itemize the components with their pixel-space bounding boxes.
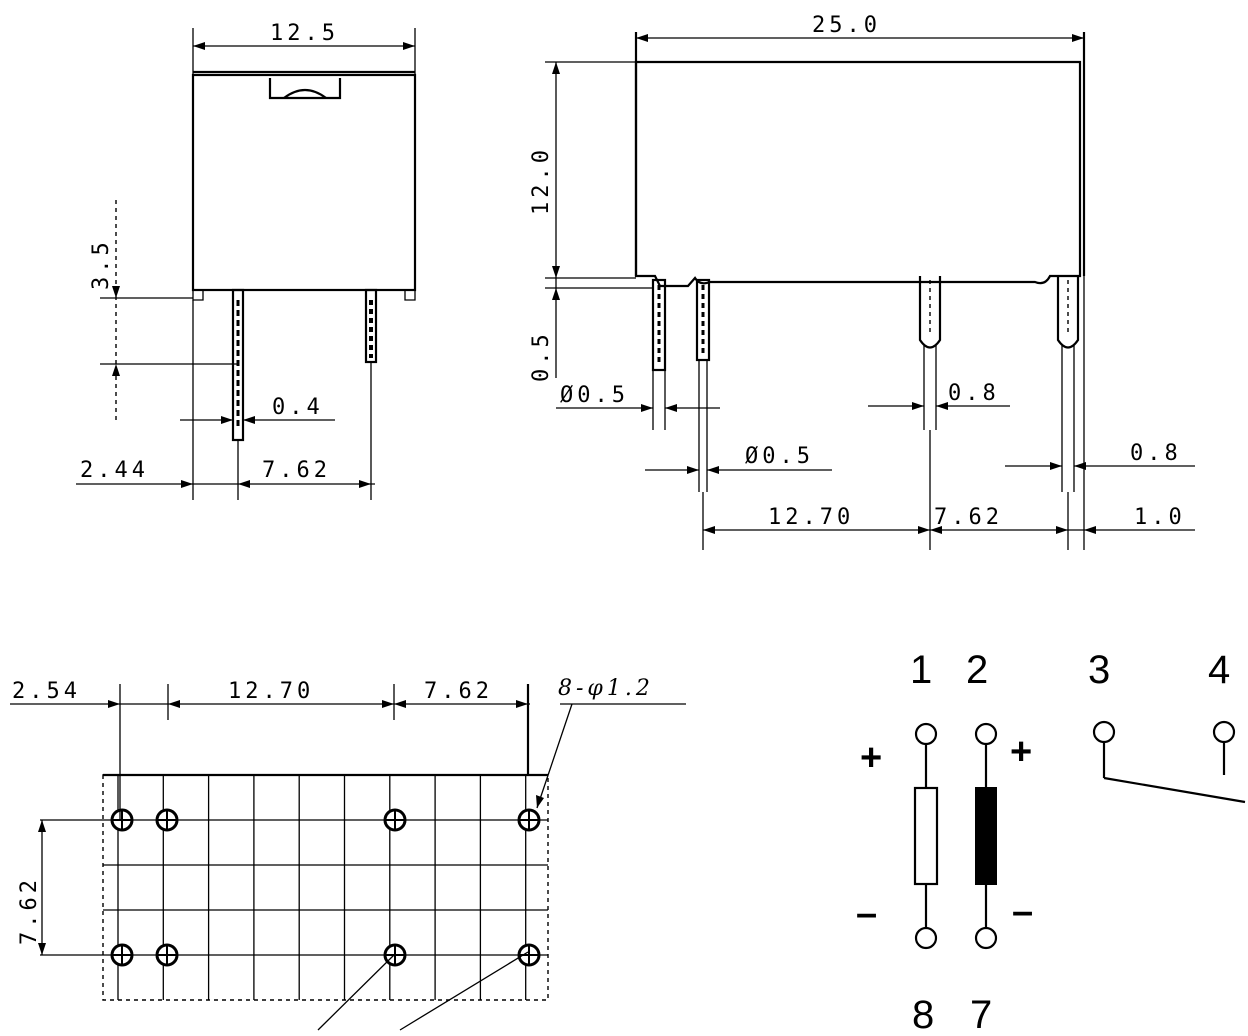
side-offset-label: 2.44 bbox=[80, 458, 149, 483]
pcb-hole-spec-label: 8-φ1.2 bbox=[558, 676, 654, 701]
coil-1 bbox=[913, 786, 939, 886]
terminal-2 bbox=[974, 722, 998, 746]
pin-label-4: 4 bbox=[1208, 648, 1230, 692]
coil2-plus-sign: + bbox=[1010, 731, 1032, 773]
side-pin-width-label: 0.4 bbox=[272, 395, 324, 420]
side-standoff-label: 3.5 bbox=[89, 238, 114, 290]
front-pin-1 bbox=[651, 278, 667, 372]
schematic: 1 2 3 4 + + – – 8 7 bbox=[856, 648, 1246, 1036]
contact-arm bbox=[1103, 776, 1246, 804]
pin-label-3: 3 bbox=[1088, 648, 1110, 692]
pcb-hole bbox=[383, 943, 407, 967]
pcb-hole bbox=[155, 943, 179, 967]
front-pin-4 bbox=[1056, 276, 1080, 349]
terminal-7 bbox=[974, 926, 998, 950]
front-view: 25.0 12.0 0.5 Ø0.5 Ø0.5 0.8 0.8 bbox=[529, 13, 1195, 550]
front-body-outline bbox=[634, 60, 1082, 288]
terminal-8 bbox=[914, 926, 938, 950]
pcb-grid bbox=[103, 775, 548, 1000]
front-spacing-a-label: 12.70 bbox=[768, 505, 854, 530]
pcb-row-spacing-label: 7.62 bbox=[17, 876, 42, 945]
pcb-spacing-b-label: 7.62 bbox=[424, 679, 493, 704]
terminal-1 bbox=[914, 722, 938, 746]
pcb-hole bbox=[110, 808, 134, 832]
side-width-label: 12.5 bbox=[270, 21, 339, 46]
front-pin2-diameter-label: Ø0.5 bbox=[745, 444, 814, 469]
coil-2 bbox=[975, 787, 997, 885]
pcb-layout: 2.54 12.70 7.62 8-φ1.2 7.62 bbox=[10, 676, 686, 1031]
terminal-4 bbox=[1212, 720, 1236, 744]
pcb-hole bbox=[383, 808, 407, 832]
terminal-3 bbox=[1092, 720, 1116, 744]
front-standoff-label: 0.5 bbox=[529, 330, 554, 382]
pin-label-2: 2 bbox=[966, 648, 988, 692]
pin-label-7: 7 bbox=[970, 993, 992, 1036]
side-latch bbox=[268, 78, 342, 100]
pcb-hole bbox=[155, 808, 179, 832]
side-view: 12.5 3.5 0.4 2.44 7.62 bbox=[76, 21, 417, 500]
coil1-plus-sign: + bbox=[860, 737, 882, 779]
pcb-spacing-a-label: 12.70 bbox=[228, 679, 314, 704]
pcb-hole bbox=[517, 808, 541, 832]
front-spacing-b-label: 7.62 bbox=[934, 505, 1003, 530]
front-edge-label: 1.0 bbox=[1134, 505, 1186, 530]
front-pin4-width-label: 0.8 bbox=[1130, 441, 1182, 466]
front-pin1-diameter-label: Ø0.5 bbox=[560, 383, 629, 408]
pcb-hole bbox=[110, 943, 134, 967]
side-pin-spacing-label: 7.62 bbox=[262, 458, 331, 483]
front-pin-2 bbox=[695, 278, 711, 362]
front-length-label: 25.0 bbox=[812, 13, 881, 38]
pin-label-1: 1 bbox=[910, 648, 932, 692]
side-body-outline bbox=[191, 73, 417, 292]
front-pin3-width-label: 0.8 bbox=[948, 381, 1000, 406]
coil1-minus-sign: – bbox=[856, 893, 877, 935]
coil2-minus-sign: – bbox=[1012, 891, 1033, 933]
pin-label-8: 8 bbox=[912, 993, 934, 1036]
front-pin-3 bbox=[918, 276, 942, 349]
pcb-holes bbox=[110, 808, 541, 967]
pcb-offset-label: 2.54 bbox=[12, 679, 81, 704]
front-height-label: 12.0 bbox=[529, 146, 554, 215]
